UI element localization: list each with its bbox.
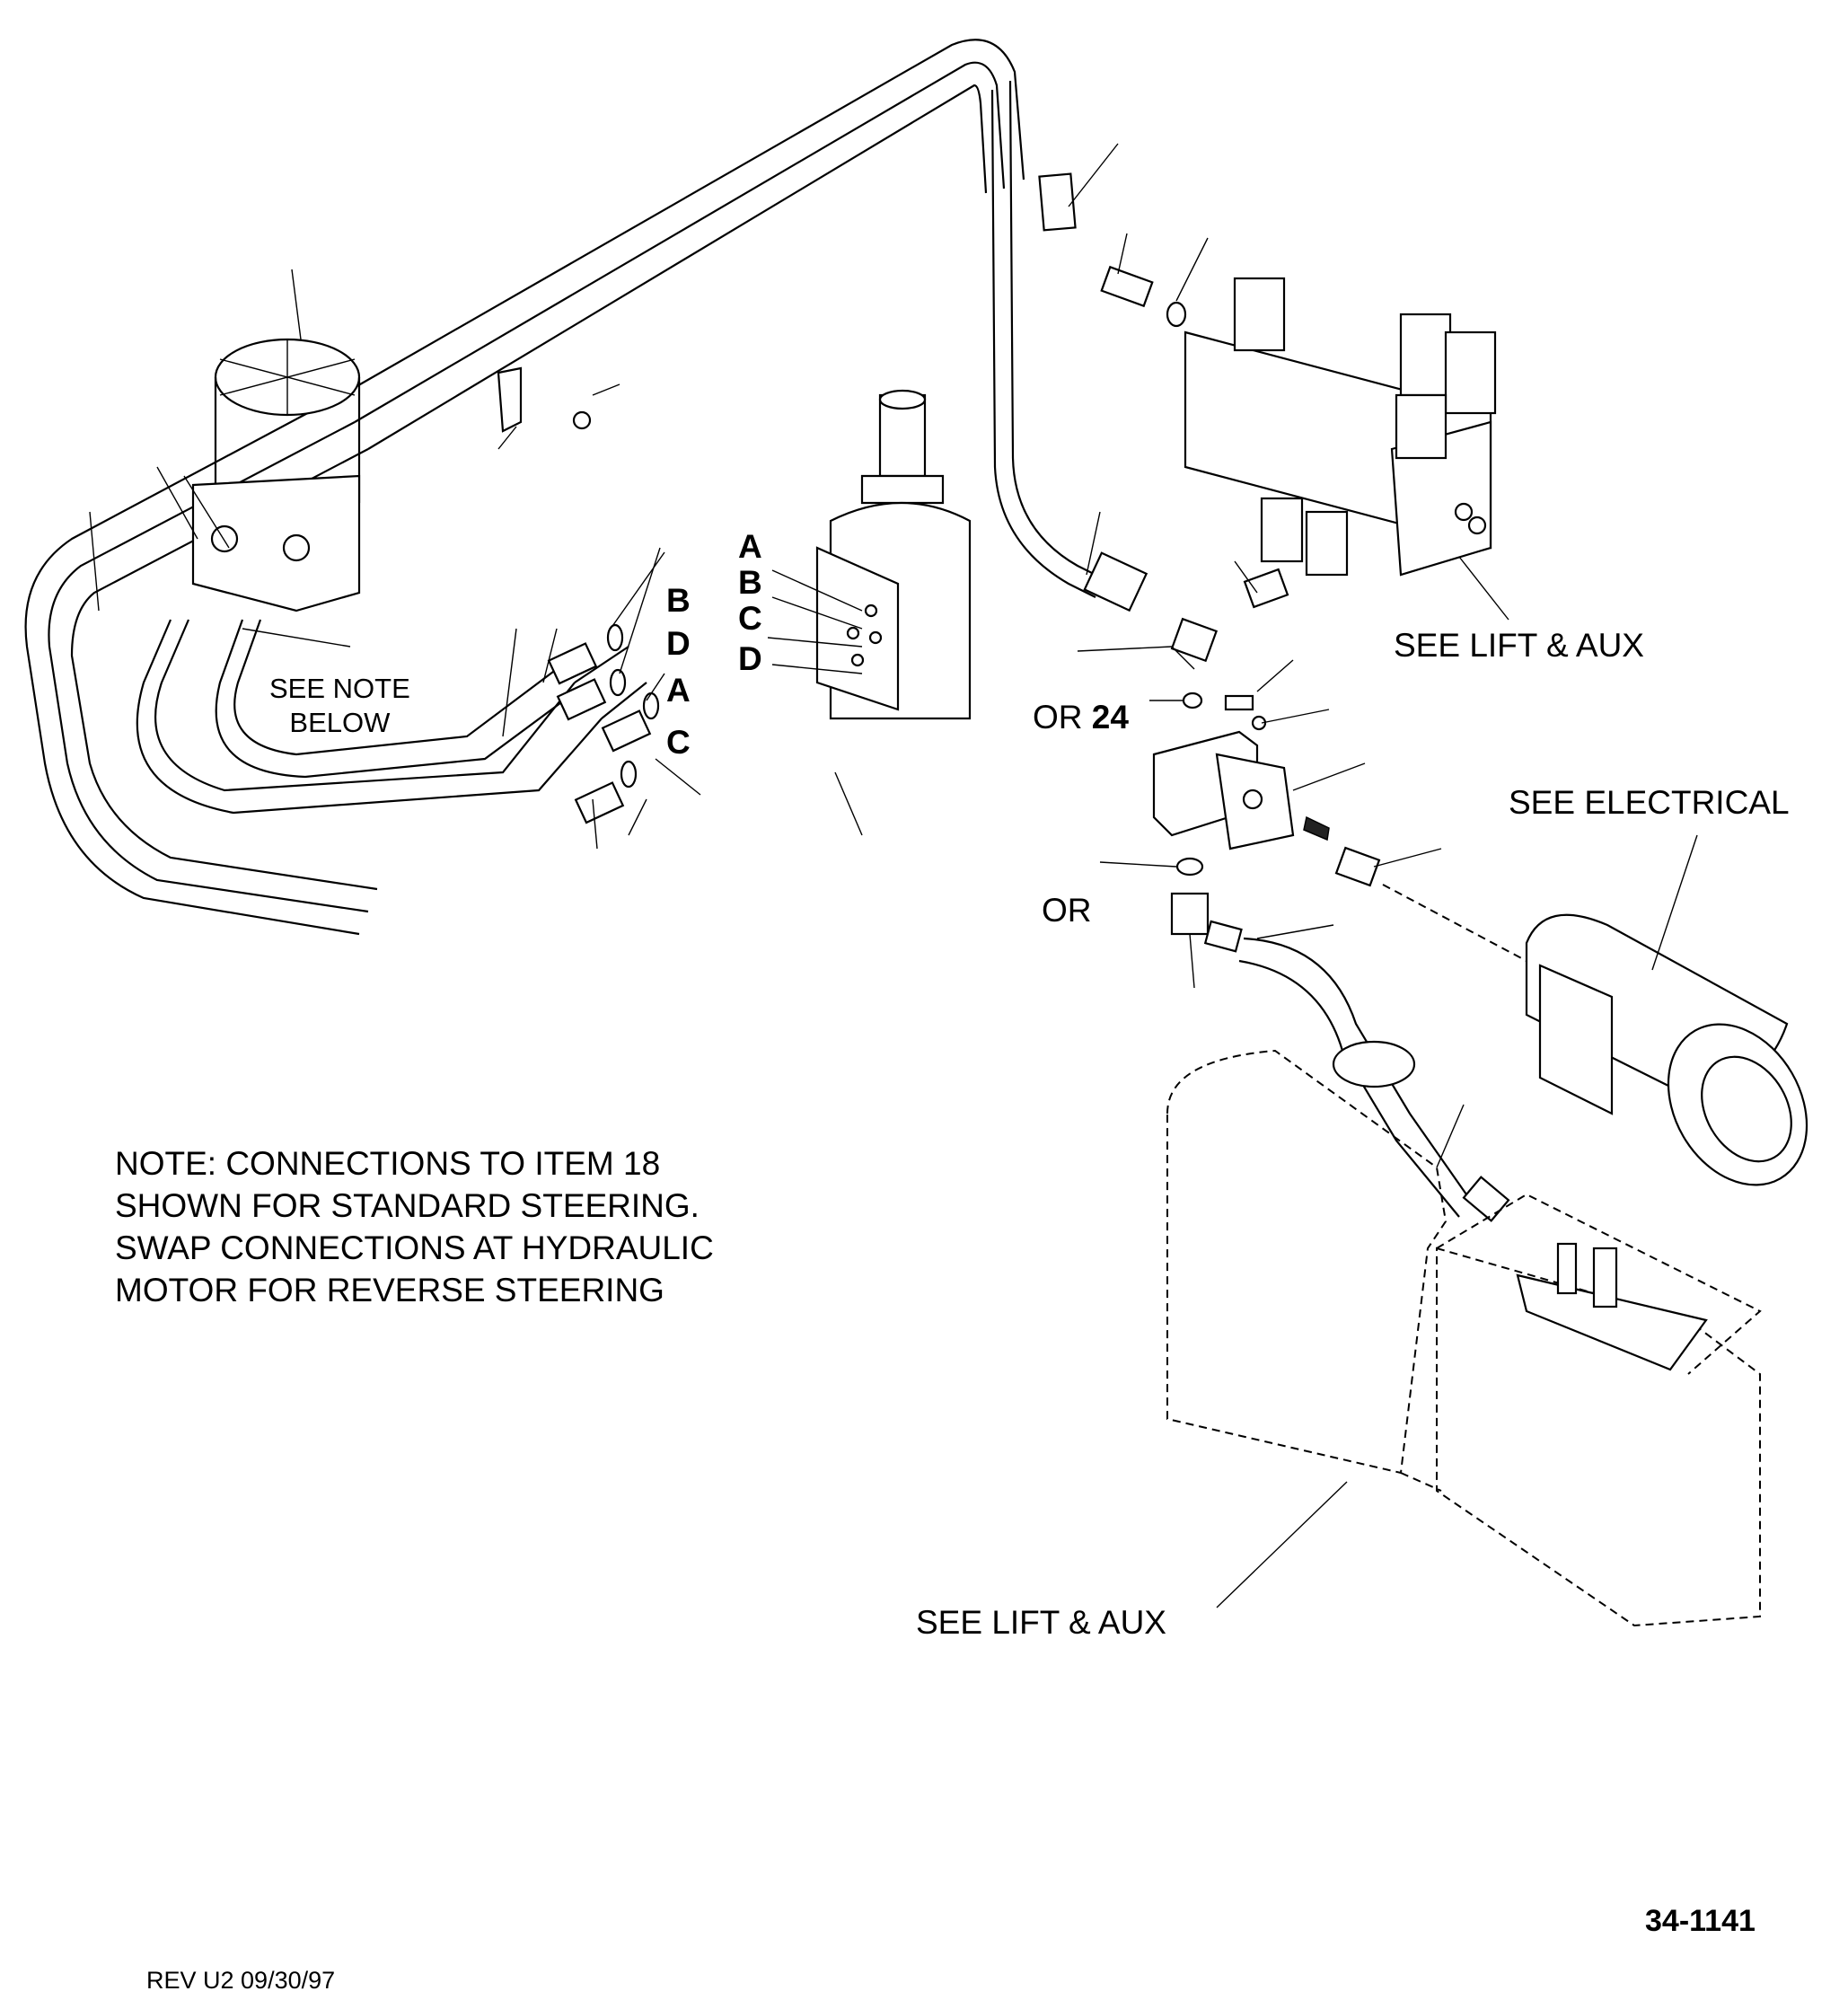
steering-hoses <box>136 619 647 815</box>
drawing-number: 34-1141 <box>1645 1904 1756 1938</box>
pressure-tube <box>990 80 1148 612</box>
steering-note: NOTE: CONNECTIONS TO ITEM 18 SHOWN FOR S… <box>115 1145 714 1308</box>
see-electrical-label: SEE ELECTRICAL <box>1509 784 1790 821</box>
see-note-below-label: SEE NOTE BELOW <box>269 673 410 738</box>
or-label-upper: OR 24 <box>1033 700 1129 734</box>
valve-fittings <box>1100 265 1289 663</box>
steering-cylinder <box>815 389 972 720</box>
cylinder-port-c: C <box>738 600 762 637</box>
item-number: 24 <box>1091 699 1129 736</box>
pump-coupling <box>1303 815 1527 962</box>
fitting-port-c: C <box>666 724 691 761</box>
fitting-port-b: B <box>666 582 691 619</box>
hydraulic-pump <box>1152 692 1295 877</box>
or-text: OR <box>1033 699 1083 736</box>
control-valve <box>1184 277 1497 577</box>
suction-hose <box>1170 892 1510 1222</box>
fitting-port-d: D <box>666 625 691 662</box>
steering-motor <box>191 338 361 612</box>
fitting-port-a: A <box>666 672 691 709</box>
see-lift-aux-label-top: SEE LIFT & AUX <box>1394 627 1644 664</box>
hydraulic-tank <box>1166 1040 1762 1627</box>
cylinder-port-d: D <box>738 640 762 677</box>
cylinder-port-a: A <box>738 528 762 565</box>
cylinder-port-b: B <box>738 564 762 601</box>
see-lift-aux-label-bottom: SEE LIFT & AUX <box>916 1604 1166 1641</box>
fittings <box>547 623 660 824</box>
steel-tube-loop <box>24 39 1025 936</box>
revision-stamp: REV U2 09/30/97 <box>146 1967 336 1994</box>
leader-lines <box>89 143 1698 1608</box>
electric-motor <box>1525 913 1808 1186</box>
or-label-lower: OR <box>1042 892 1092 929</box>
bracket <box>497 366 592 433</box>
